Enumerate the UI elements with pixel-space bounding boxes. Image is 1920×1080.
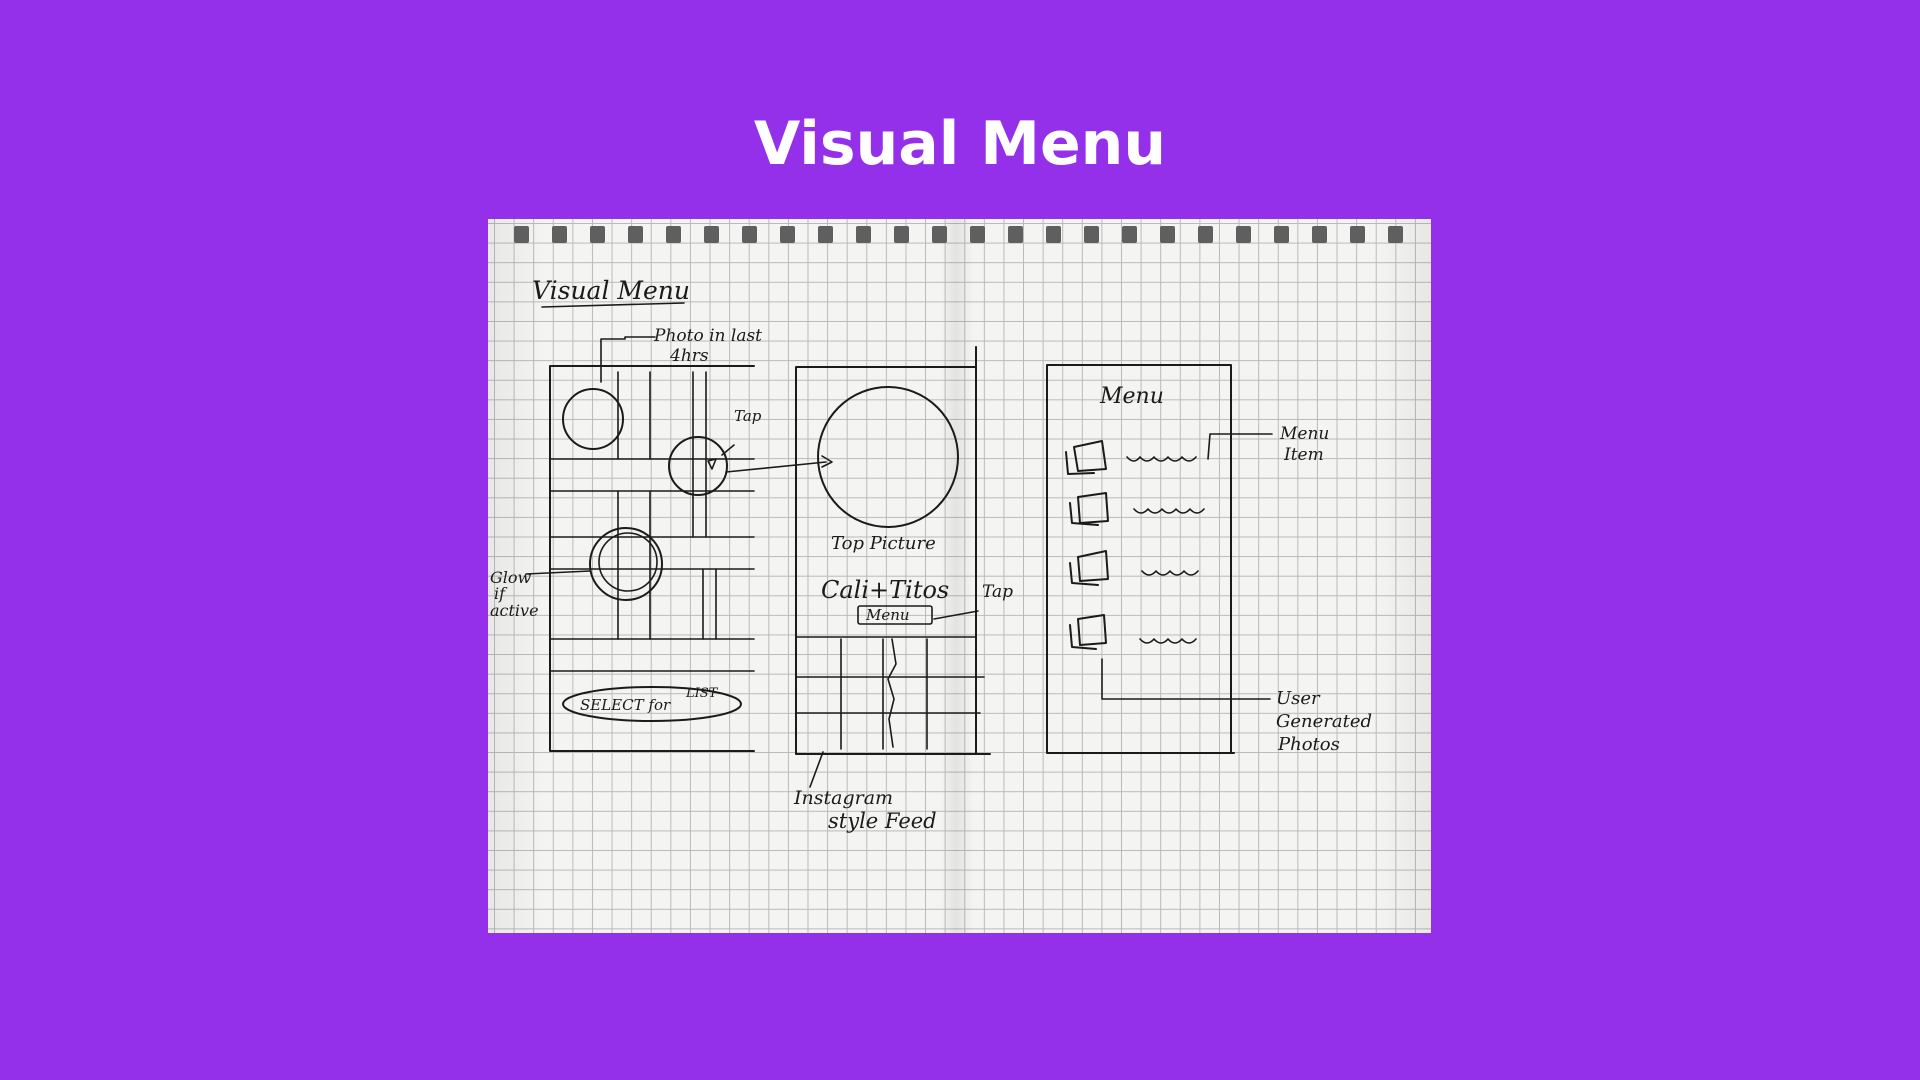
screen3-item-text-squiggle — [1141, 570, 1199, 576]
screen3-annotation-photos: Photos — [1277, 734, 1340, 755]
screen3-menu-item — [1069, 550, 1199, 586]
screen2-top-picture — [817, 386, 959, 528]
screen3-frame — [1046, 364, 1235, 754]
screen1-annotation-photo: Photo in last — [653, 326, 762, 346]
screen2-frame — [795, 346, 991, 755]
sketch-heading-underline — [541, 302, 685, 308]
sketch-heading: Visual Menu — [532, 276, 690, 305]
screen3-annotation-item: Item — [1283, 445, 1324, 465]
screen1-select-list-word: LIST — [685, 686, 719, 701]
screen3-annotation-menu: Menu — [1279, 424, 1329, 444]
screen3-item-photo-icon — [1069, 614, 1107, 650]
screen1-select-label: SELECT for — [580, 696, 671, 714]
screen1-grid-columns — [617, 371, 717, 640]
screen2-menu-button — [857, 605, 933, 625]
screen1-select-button — [562, 686, 742, 722]
screen2-feed-label-1: Instagram — [793, 787, 893, 809]
screen1-annotation-hours: 4hrs — [669, 346, 709, 366]
screen3-item-text-squiggle — [1139, 638, 1197, 644]
screen3-user-photos-pointer — [1101, 658, 1271, 700]
screen1-to-screen2-arrow — [725, 461, 827, 473]
slide-title: Visual Menu — [753, 109, 1167, 179]
screen3-annotation-user: User — [1276, 688, 1321, 709]
screen1-photo-circle-3-glow — [589, 527, 663, 601]
screen1-photo-grid — [525, 336, 833, 752]
spiral-binding-holes — [514, 226, 1403, 243]
screen1-annotation-tap: Tap — [734, 407, 762, 425]
screen3-heading: Menu — [1099, 384, 1164, 409]
screen1-tap-arrowhead — [707, 458, 717, 470]
screen3-menu-item — [1069, 614, 1197, 650]
screen2-menu-button-label: Menu — [865, 606, 910, 624]
screen1-to-screen2-arrowhead — [821, 455, 833, 468]
screen1-photo-pointer — [600, 336, 656, 383]
notebook-sketch-photo: Visual Menu Photo in last 4hrs — [488, 219, 1431, 933]
screen1-annotation-active: active — [490, 601, 539, 620]
sketch-drawing: Visual Menu Photo in last 4hrs — [490, 226, 1403, 833]
screen3-item-photo-icon — [1065, 440, 1107, 475]
screen1-photo-circle-2 — [668, 436, 728, 496]
screen1-annotation-glow: Glow — [490, 568, 532, 587]
screen2-tap-pointer — [933, 610, 979, 620]
screen3-item-photo-icon — [1069, 492, 1109, 526]
screen1-grid-rows — [549, 458, 755, 672]
screen1-tap-pointer — [721, 444, 735, 456]
screen3-item-photo-icon — [1069, 550, 1109, 586]
screen2-feed-columns — [840, 638, 928, 750]
screen3-item-text-squiggle — [1126, 456, 1197, 462]
screen2-top-picture-label: Top Picture — [831, 533, 936, 554]
screen3-annotation-generated: Generated — [1276, 711, 1372, 732]
screen2-venue-name: Cali+Titos — [821, 576, 949, 604]
screen3-menu-item-pointer — [1207, 433, 1273, 460]
screen2-feed-rows — [795, 636, 985, 714]
screen3-menu-item — [1065, 440, 1197, 475]
screen1-photo-circle-3-inner — [598, 532, 658, 592]
screen3-item-text-squiggle — [1133, 508, 1205, 514]
screen3-menu-list — [1046, 364, 1273, 754]
screen1-annotation-if: if — [494, 584, 508, 603]
screen2-feed-label-2: style Feed — [828, 809, 937, 833]
screen2-feed-scroll-squiggle — [887, 638, 897, 748]
screen3-menu-item — [1069, 492, 1205, 526]
screen2-annotation-tap: Tap — [982, 582, 1013, 602]
screen2-feed-pointer — [809, 751, 824, 788]
screen1-glow-pointer — [525, 570, 591, 575]
screen1-photo-circle-1 — [562, 388, 624, 450]
screen1-frame — [549, 365, 755, 752]
screen2-venue-page — [795, 346, 991, 788]
